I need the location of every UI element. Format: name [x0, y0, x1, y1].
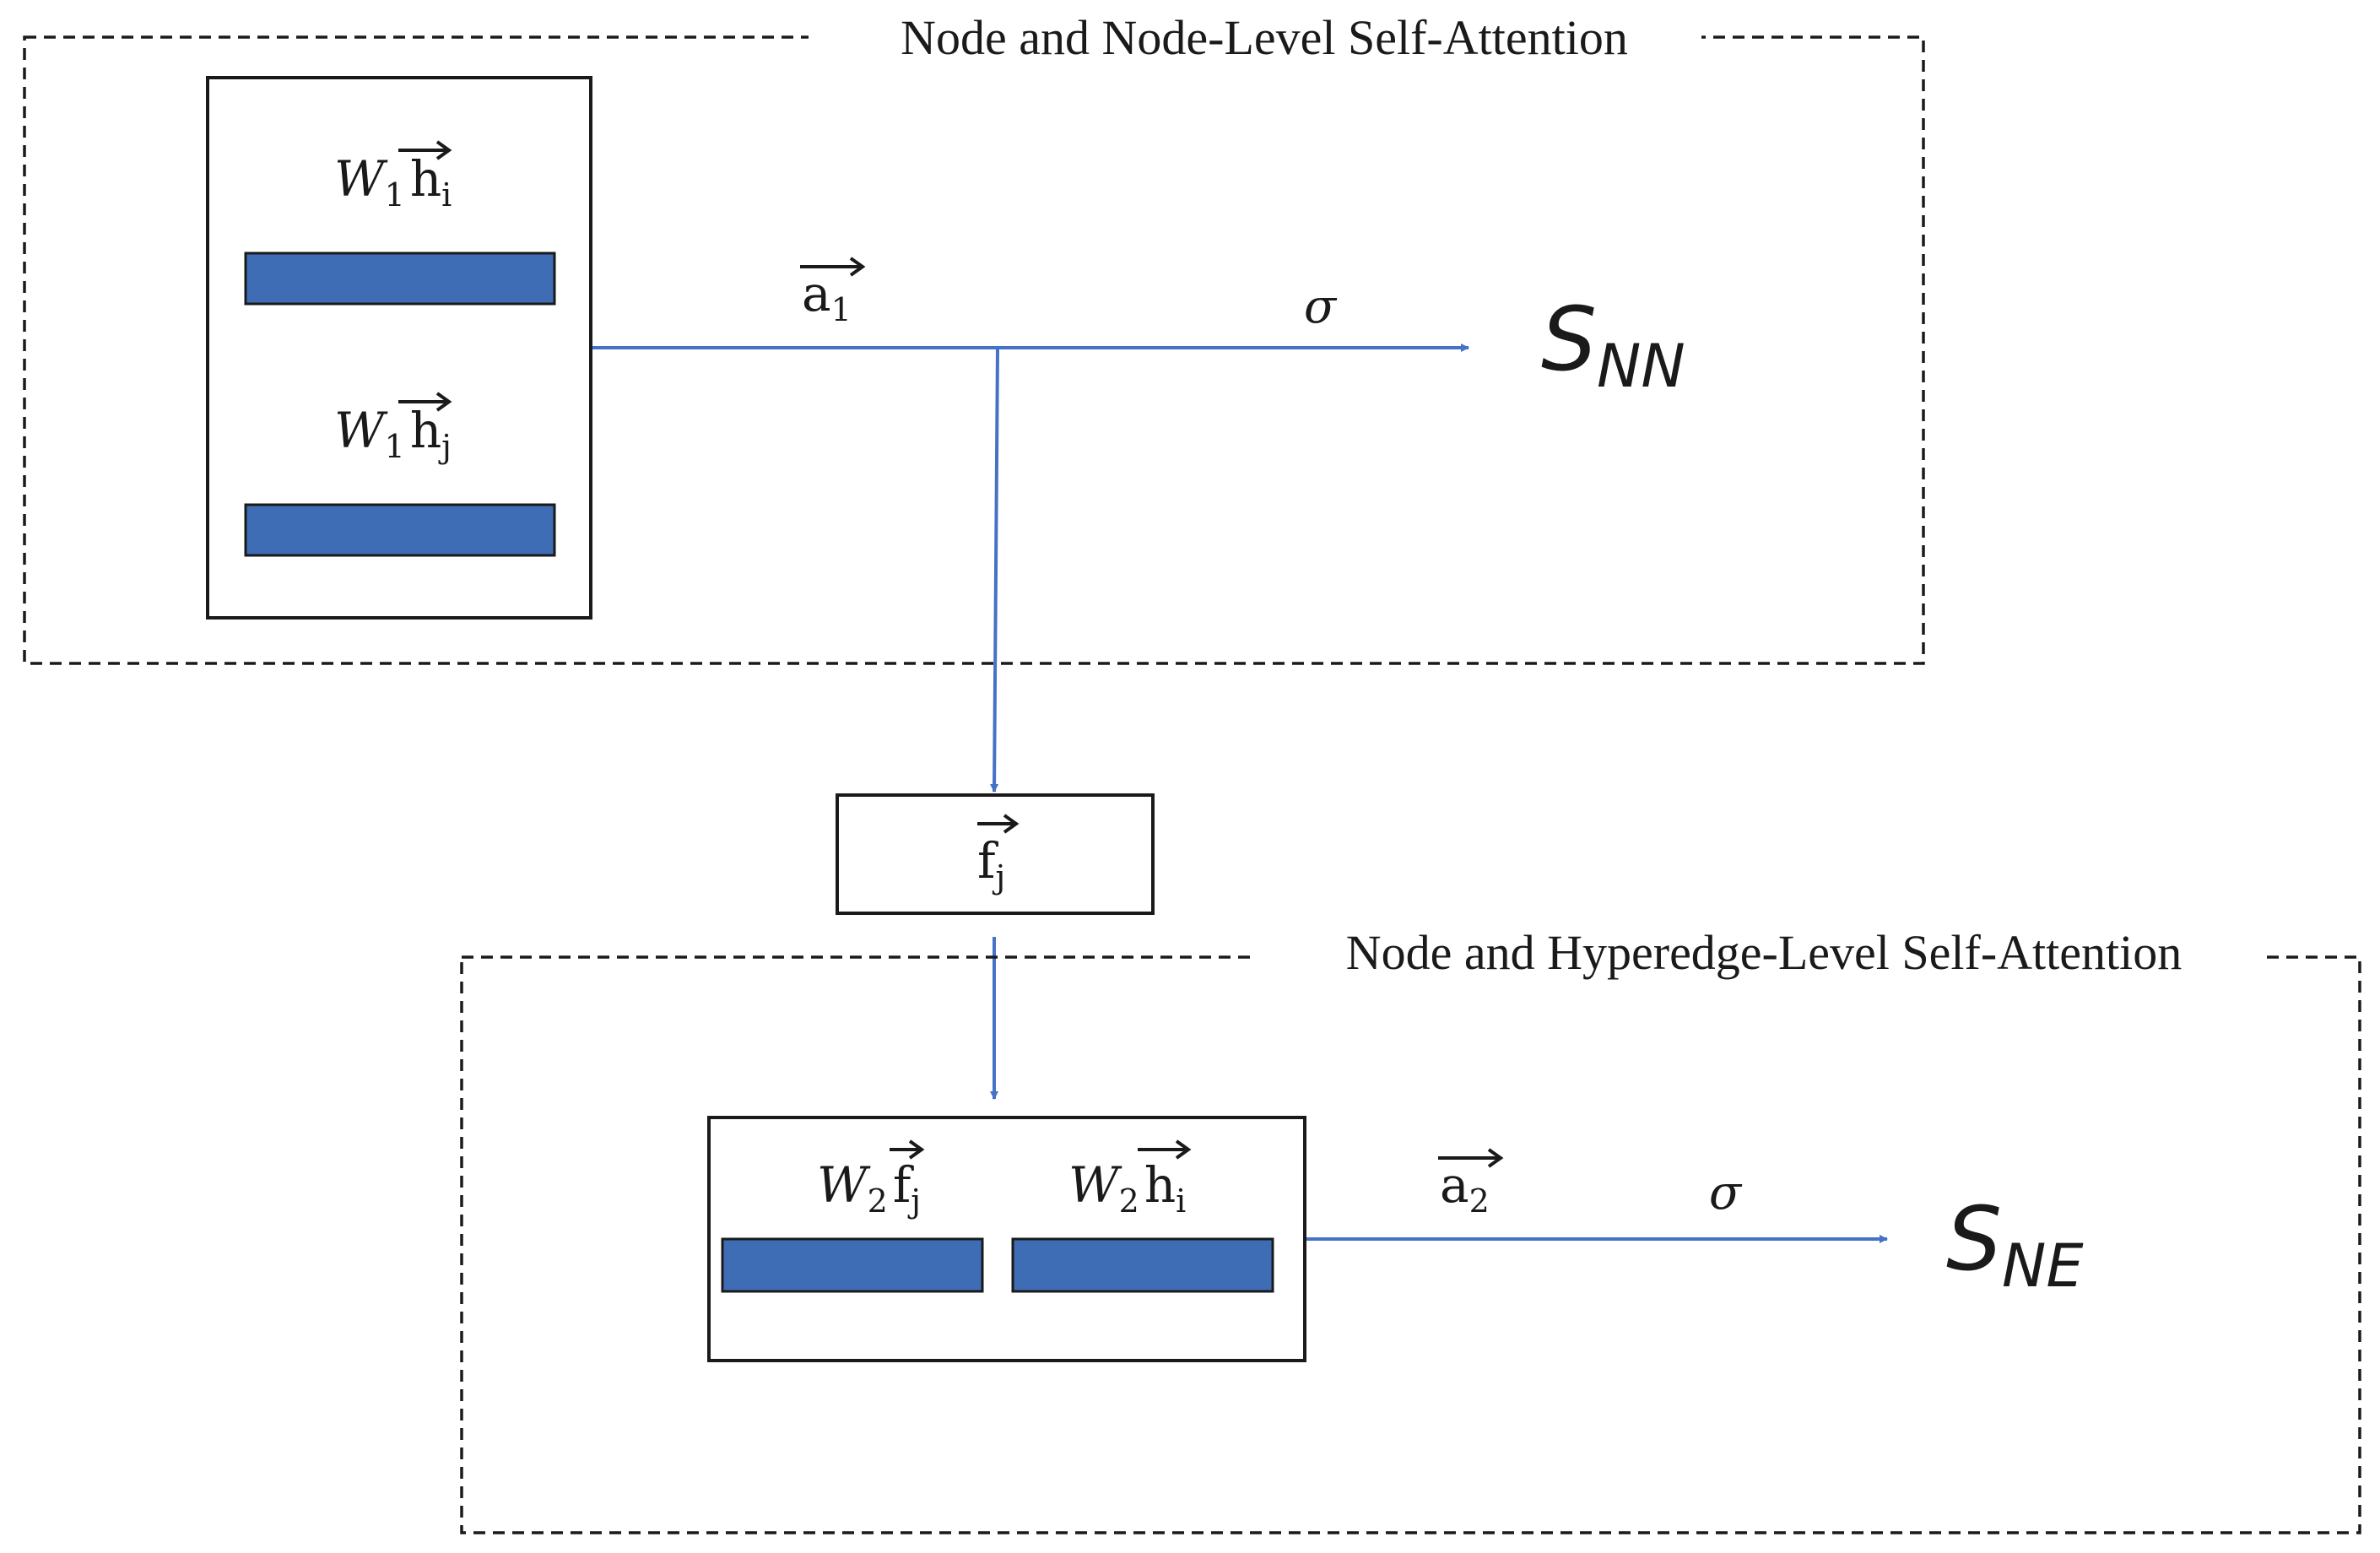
- a2-label: a2: [1440, 1156, 1490, 1220]
- a2-vector-arrow-icon: [1438, 1148, 1504, 1168]
- node-level-title: Node and Node-Level Self-Attention: [901, 10, 1628, 65]
- sigma-node-level: σ: [1304, 279, 1338, 334]
- fj-vector-arrow-icon: [977, 814, 1020, 834]
- hyperedge-level-title: Node and Hyperedge-Level Self-Attention: [1346, 925, 2182, 980]
- hi-feature-bar: [244, 252, 556, 306]
- hyperedge-level-region: Node and Hyperedge-Level Self-Attention …: [460, 925, 2361, 1534]
- sigma-hyperedge-level: σ: [1709, 1166, 1743, 1220]
- hj-feature-bar: [244, 503, 556, 557]
- node-level-dashed-border: [23, 35, 1925, 665]
- hyperedge-level-dashed-border: [460, 955, 2361, 1534]
- hj-vector-arrow-icon: [398, 392, 452, 412]
- to-fj-arrow: [990, 347, 999, 793]
- fj-label: fj: [977, 832, 1005, 896]
- w2-hi-vector-arrow-icon: [1138, 1139, 1192, 1160]
- fj-feature-bar: [721, 1237, 984, 1293]
- hyperedge-level-title-gap: [1252, 935, 2265, 977]
- fj-box: [836, 793, 1155, 915]
- sne-output-label: SNE: [1946, 1188, 2084, 1301]
- w2-fj-vector-arrow-icon: [890, 1139, 925, 1160]
- a1-label: a1: [802, 265, 852, 328]
- hi-vector-arrow-icon: [398, 140, 452, 160]
- snn-output-label: SNN: [1541, 288, 1685, 401]
- node-level-title-gap: [809, 17, 1701, 59]
- hi-feature-bar-2: [1011, 1237, 1274, 1293]
- a1-vector-arrow-icon: [800, 257, 866, 277]
